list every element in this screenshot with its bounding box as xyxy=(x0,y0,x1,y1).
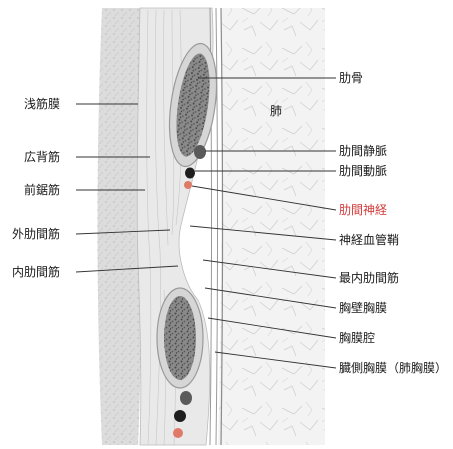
label-pleural-cavity: 胸膜腔 xyxy=(339,331,375,345)
label-serratus-anterior: 前鋸筋 xyxy=(24,183,60,197)
lung-tissue xyxy=(218,8,325,445)
label-intercostal-nerve: 肋間神経 xyxy=(339,203,387,217)
intercostal-artery-lower xyxy=(174,410,186,422)
intercostal-vein-upper xyxy=(194,145,206,159)
label-external-intercostal: 外肋間筋 xyxy=(12,227,60,241)
rib-lower-marrow xyxy=(164,296,196,380)
label-parietal-pleura: 胸壁胸膜 xyxy=(339,301,387,315)
label-neurovascular-sheath: 神経血管鞘 xyxy=(339,233,399,247)
intercostal-vein-lower xyxy=(180,391,192,405)
label-innermost-intercostal: 最内肋間筋 xyxy=(339,271,399,285)
label-intercostal-artery: 肋間動脈 xyxy=(339,164,387,178)
intercostal-nerve-upper xyxy=(184,181,192,189)
label-lung: 肺 xyxy=(270,104,282,118)
label-latissimus-dorsi: 広背筋 xyxy=(24,150,60,164)
label-superficial-fascia: 浅筋膜 xyxy=(24,97,60,111)
label-visceral-pleura: 臓側胸膜（肺胸膜） xyxy=(339,361,447,375)
intercostal-nerve-lower xyxy=(173,428,183,438)
intercostal-artery-upper xyxy=(185,168,195,179)
label-intercostal-vein: 肋間静脈 xyxy=(339,144,387,158)
label-internal-intercostal: 内肋間筋 xyxy=(12,265,60,279)
label-rib: 肋骨 xyxy=(339,71,363,85)
